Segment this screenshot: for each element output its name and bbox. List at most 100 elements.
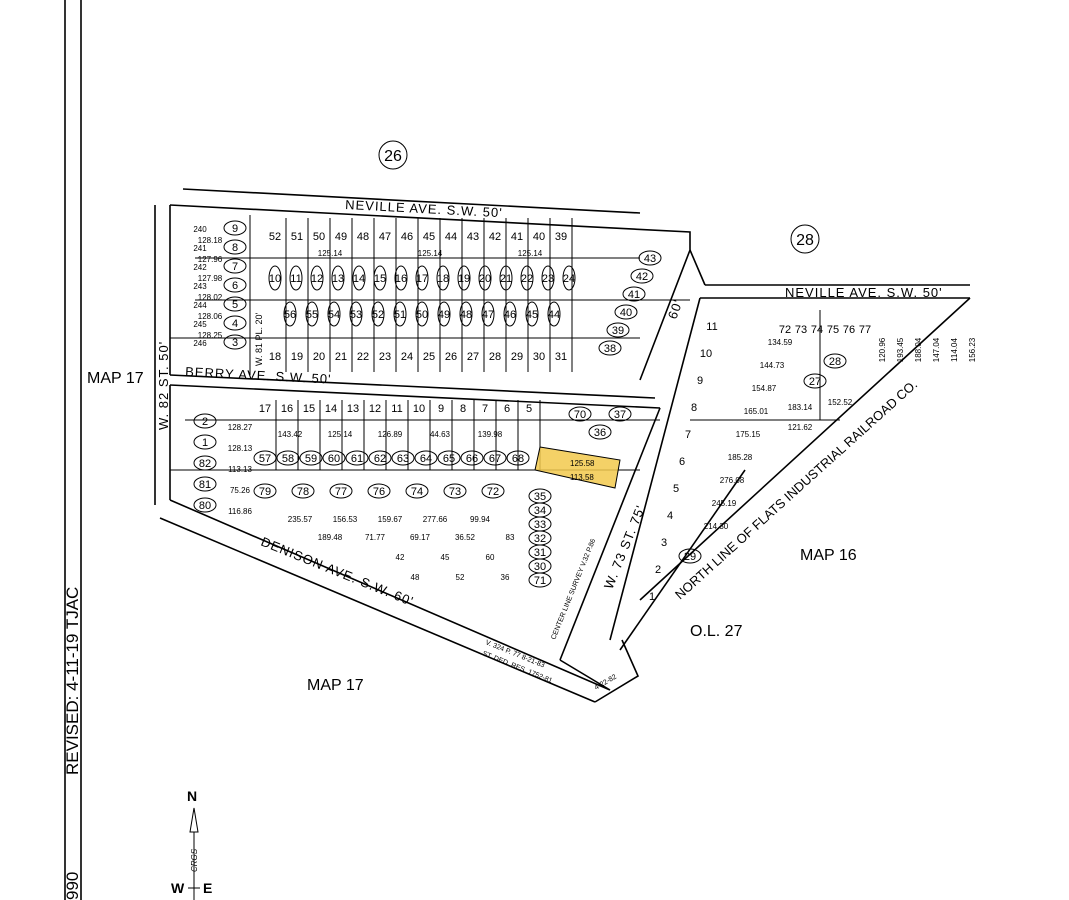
lot-number: 72 [779,324,791,336]
parcel-oval[interactable] [506,450,530,466]
parcel-oval[interactable] [223,334,247,350]
dimension: 188.04 [914,337,923,362]
dimension: 52 [456,573,465,582]
parcel-oval[interactable] [268,265,282,291]
parcel-oval[interactable] [443,483,467,499]
dimension: 128.27 [228,423,253,432]
map16-label: MAP 16 [800,547,857,564]
parcel-oval[interactable] [327,301,341,327]
parcel-oval[interactable] [289,265,303,291]
lot-number: 27 [467,351,479,363]
parcel-oval[interactable] [622,286,646,302]
highlighted-parcel[interactable] [534,446,621,489]
parcel-oval[interactable] [329,483,353,499]
parcel-number: 22 [521,273,533,285]
parcel-oval[interactable] [630,268,654,284]
parcel-oval[interactable] [223,277,247,293]
parcel-oval[interactable] [349,301,363,327]
lot-number: 13 [347,403,359,415]
parcel-oval[interactable] [503,301,517,327]
lot-number: 22 [357,351,369,363]
parcel-oval[interactable] [193,413,217,429]
parcel-oval[interactable] [193,497,217,513]
parcel-oval[interactable] [562,265,576,291]
parcel-oval[interactable] [415,265,429,291]
parcel-oval[interactable] [414,450,438,466]
parcel-oval[interactable] [283,301,297,327]
parcel-oval[interactable] [588,424,612,440]
parcel-oval[interactable] [393,301,407,327]
parcel-oval[interactable] [193,434,217,450]
parcel-oval[interactable] [253,450,277,466]
parcel-oval[interactable] [415,301,429,327]
parcel-oval[interactable] [299,450,323,466]
parcel-oval[interactable] [460,450,484,466]
parcel-oval[interactable] [459,301,473,327]
dimension: 156.53 [333,515,358,524]
parcel-number: 78 [297,486,309,498]
dimension: 36 [501,573,510,582]
parcel-number: 14 [353,273,365,285]
parcel-oval[interactable] [614,304,638,320]
lot-number: 50 [313,231,325,243]
parcel-oval[interactable] [457,265,471,291]
parcel-oval[interactable] [391,450,415,466]
parcel-oval[interactable] [478,265,492,291]
parcel-oval[interactable] [437,450,461,466]
parcel-oval[interactable] [606,322,630,338]
parcel-oval[interactable] [373,265,387,291]
parcel-oval[interactable] [291,483,315,499]
sheet-number: 990 [63,872,82,900]
parcel-number: 28 [829,356,841,368]
dimension: 99.94 [470,515,491,524]
parcel-oval[interactable] [547,301,561,327]
parcel-oval[interactable] [223,296,247,312]
parcel-number: 37 [614,409,626,421]
parcel-oval[interactable] [368,450,392,466]
parcel-oval[interactable] [481,301,495,327]
parcel-oval[interactable] [568,406,592,422]
parcel-oval[interactable] [305,301,319,327]
lot-number: 45 [423,231,435,243]
parcel-oval[interactable] [331,265,345,291]
map-28-circle [790,224,820,254]
lot-number: 4 [667,510,673,522]
parcel-oval[interactable] [367,483,391,499]
parcel-oval[interactable] [371,301,385,327]
dimension: 125.14 [418,249,443,258]
parcel-oval[interactable] [310,265,324,291]
parcel-oval[interactable] [437,301,451,327]
parcel-oval[interactable] [678,548,702,564]
parcel-oval[interactable] [223,220,247,236]
dimension: 36.52 [455,533,476,542]
parcel-oval[interactable] [481,483,505,499]
parcel-oval[interactable] [525,301,539,327]
parcel-oval[interactable] [223,258,247,274]
parcel-oval[interactable] [352,265,366,291]
parcel-oval[interactable] [276,450,300,466]
parcel-oval[interactable] [345,450,369,466]
parcel-number: 7 [232,261,238,273]
parcel-oval[interactable] [253,483,277,499]
parcel-oval[interactable] [638,250,662,266]
parcel-oval[interactable] [223,315,247,331]
parcel-oval[interactable] [436,265,450,291]
parcel-oval[interactable] [598,340,622,356]
parcel-oval[interactable] [405,483,429,499]
parcel-oval[interactable] [223,239,247,255]
lot-number: 42 [489,231,501,243]
parcel-oval[interactable] [541,265,555,291]
parcel-oval[interactable] [193,455,217,471]
parcel-oval[interactable] [608,406,632,422]
parcel-oval[interactable] [520,265,534,291]
parcel-oval[interactable] [394,265,408,291]
parcel-oval[interactable] [823,353,847,369]
dimension: 69.17 [410,533,431,542]
parcel-number: 68 [512,453,524,465]
parcel-oval[interactable] [193,476,217,492]
parcel-oval[interactable] [499,265,513,291]
parcel-oval[interactable] [322,450,346,466]
parcel-oval[interactable] [528,572,552,588]
parcel-oval[interactable] [803,373,827,389]
parcel-oval[interactable] [483,450,507,466]
